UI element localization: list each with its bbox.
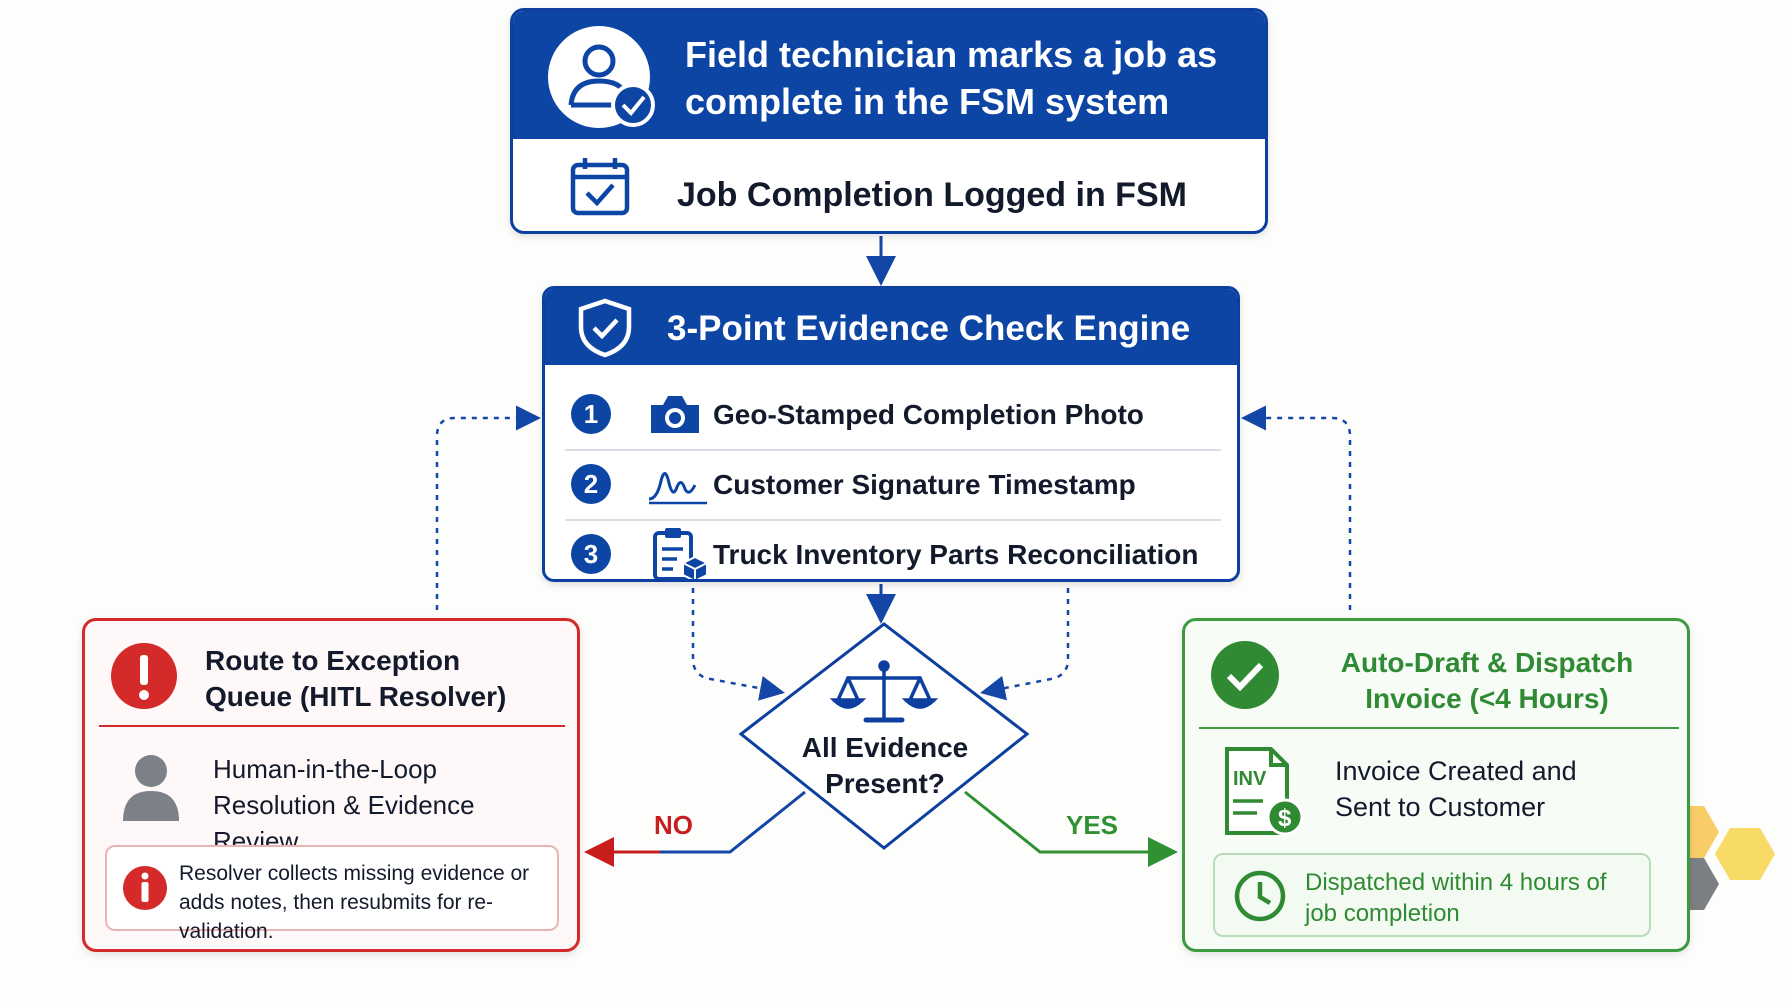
dashed-loop-exception-to-engine	[435, 405, 541, 610]
trigger-card: Field technician marks a job as complete…	[510, 8, 1268, 234]
signature-icon	[648, 472, 707, 505]
clock-icon	[1234, 870, 1286, 922]
edge-label-yes: YES	[1066, 810, 1119, 840]
exception-note: Resolver collects missing evidence or ad…	[105, 845, 559, 943]
person-icon	[123, 755, 179, 821]
trigger-header: Field technician marks a job as complete…	[513, 11, 1265, 139]
check-label: Truck Inventory Parts Reconciliation	[713, 539, 1199, 570]
svg-text:$: $	[1278, 805, 1292, 832]
clipboard-box-icon	[653, 528, 708, 579]
invoice-title: Auto-Draft & Dispatch Invoice (<4 Hours)	[1340, 647, 1634, 714]
check-item: 3 Truck Inventory Parts Reconciliation	[565, 519, 1221, 579]
exception-title: Route to Exception Queue (HITL Resolver)	[205, 645, 507, 712]
dashed-arrow-right-into-decision	[980, 588, 1070, 701]
check-circle-icon	[1211, 641, 1279, 709]
exception-note-text: Resolver collects missing evidence or ad…	[179, 862, 530, 943]
scales-icon	[829, 660, 939, 723]
engine-title: 3-Point Evidence Check Engine	[667, 309, 1191, 348]
invoice-icon-text: INV	[1233, 768, 1267, 790]
check-label: Geo-Stamped Completion Photo	[713, 399, 1144, 430]
trigger-headline: Field technician marks a job as complete…	[685, 34, 1218, 122]
step-number: 1	[571, 394, 611, 434]
step-number: 2	[571, 464, 611, 504]
check-item: 1 Geo-Stamped Completion Photo	[565, 379, 1221, 451]
exception-queue-card: Route to Exception Queue (HITL Resolver)…	[82, 618, 580, 952]
invoice-document-icon: INV $	[1225, 747, 1304, 836]
technician-check-icon	[548, 26, 655, 128]
edge-label-no: NO	[654, 810, 693, 840]
auto-invoice-card: Auto-Draft & Dispatch Invoice (<4 Hours)…	[1182, 618, 1690, 952]
invoice-note-text: Dispatched within 4 hours of job complet…	[1305, 869, 1607, 927]
alert-icon	[111, 643, 177, 709]
shield-check-icon	[578, 298, 632, 358]
invoice-note: Dispatched within 4 hours of job complet…	[1213, 853, 1651, 937]
trigger-event-label: Job Completion Logged in FSM	[677, 176, 1187, 214]
dashed-loop-invoice-to-engine	[1241, 405, 1352, 610]
divider	[99, 725, 565, 727]
evidence-check-engine: 3-Point Evidence Check Engine 1 Geo-Stam…	[542, 286, 1240, 582]
check-label: Customer Signature Timestamp	[713, 469, 1136, 500]
step-number: 3	[571, 534, 611, 574]
check-item: 2 Customer Signature Timestamp	[565, 449, 1221, 521]
decision-diamond	[738, 622, 1030, 850]
arrow-no-to-exception	[590, 790, 806, 854]
exception-body: Human-in-the-Loop Resolution & Evidence …	[213, 754, 475, 856]
decision-question: All Evidence Present?	[801, 732, 969, 799]
dashed-arrow-left-into-decision	[691, 588, 785, 701]
camera-icon	[651, 396, 699, 433]
engine-header: 3-Point Evidence Check Engine	[545, 289, 1237, 365]
info-icon	[123, 866, 167, 910]
divider	[1199, 727, 1679, 729]
calendar-check-icon	[570, 158, 630, 216]
invoice-body: Invoice Created and Sent to Customer	[1335, 756, 1577, 822]
arrow-yes-to-invoice	[964, 790, 1178, 867]
